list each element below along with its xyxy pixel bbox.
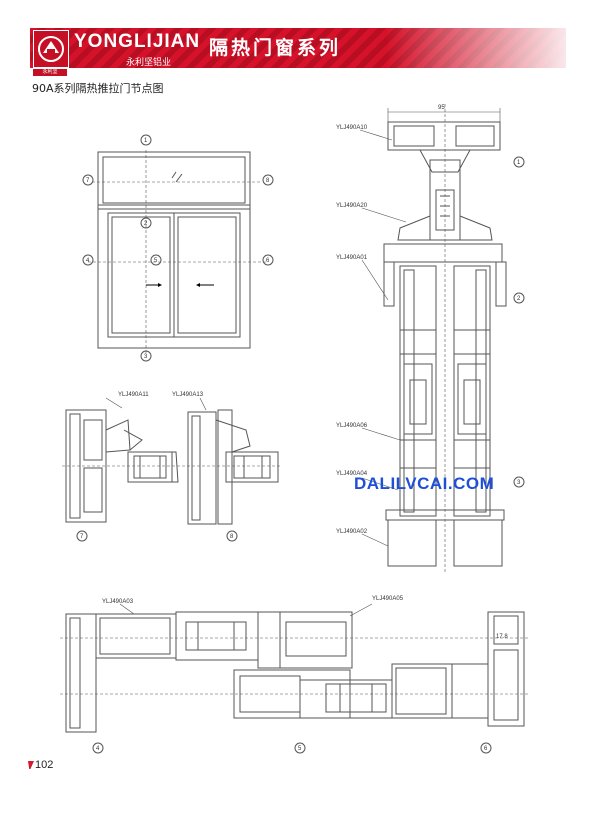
brand-logo bbox=[33, 30, 69, 68]
header-banner bbox=[30, 28, 566, 68]
callout-section-8: 8 bbox=[230, 534, 234, 540]
callout-hs-6: 6 bbox=[484, 746, 488, 752]
dimension-17-8: 17.8 bbox=[496, 634, 508, 640]
callout-6: 6 bbox=[266, 258, 270, 264]
brand-name-cn: 永利坚铝业 bbox=[126, 58, 172, 68]
callout-section-7: 7 bbox=[80, 534, 84, 540]
label-ylj490a02: YLJ490A02 bbox=[336, 529, 368, 535]
label-ylj490a11: YLJ490A11 bbox=[118, 392, 149, 398]
callout-vs-2: 2 bbox=[517, 296, 521, 302]
page-number: 102 bbox=[35, 759, 54, 771]
door-elevation bbox=[88, 150, 268, 354]
page-title: 90A系列隔热推拉门节点图 bbox=[32, 82, 164, 95]
callout-4: 4 bbox=[86, 258, 90, 264]
logo-caption: 永利坚 bbox=[42, 69, 58, 75]
callout-5: 5 bbox=[154, 258, 158, 264]
callout-vs-1: 1 bbox=[517, 160, 521, 166]
section-7-8-drawing bbox=[62, 397, 282, 542]
dimension-95: 95 bbox=[438, 105, 445, 111]
callout-2: 2 bbox=[144, 221, 148, 227]
callout-hs-4: 4 bbox=[96, 746, 100, 752]
callout-hs-5: 5 bbox=[298, 746, 302, 752]
label-ylj490a06: YLJ490A06 bbox=[336, 423, 368, 429]
callout-7: 7 bbox=[86, 178, 90, 184]
label-ylj490a05: YLJ490A05 bbox=[372, 596, 404, 602]
label-ylj490a01: YLJ490A01 bbox=[336, 255, 368, 261]
label-ylj490a13: YLJ490A13 bbox=[172, 392, 204, 398]
callout-8: 8 bbox=[266, 178, 270, 184]
label-ylj490a10: YLJ490A10 bbox=[336, 125, 368, 131]
logo-caption-bar: 永利坚 bbox=[33, 69, 67, 76]
label-ylj490a20: YLJ490A20 bbox=[336, 203, 368, 209]
logo-emblem-icon bbox=[38, 36, 64, 62]
label-ylj490a03: YLJ490A03 bbox=[102, 599, 134, 605]
callout-1: 1 bbox=[144, 138, 148, 144]
callout-3: 3 bbox=[144, 354, 148, 360]
elevation-callouts bbox=[82, 134, 274, 362]
horizontal-section-drawing bbox=[60, 603, 530, 754]
header-tagline: 隔热门窗系列 bbox=[209, 37, 342, 59]
callout-vs-3: 3 bbox=[517, 480, 521, 486]
brand-name-en: YONGLIJIAN bbox=[74, 31, 201, 52]
vertical-section-drawing bbox=[359, 104, 525, 574]
label-ylj490a04: YLJ490A04 bbox=[336, 471, 368, 477]
watermark: DALILVCAI.COM bbox=[354, 474, 495, 493]
page-marker-icon bbox=[28, 761, 34, 769]
